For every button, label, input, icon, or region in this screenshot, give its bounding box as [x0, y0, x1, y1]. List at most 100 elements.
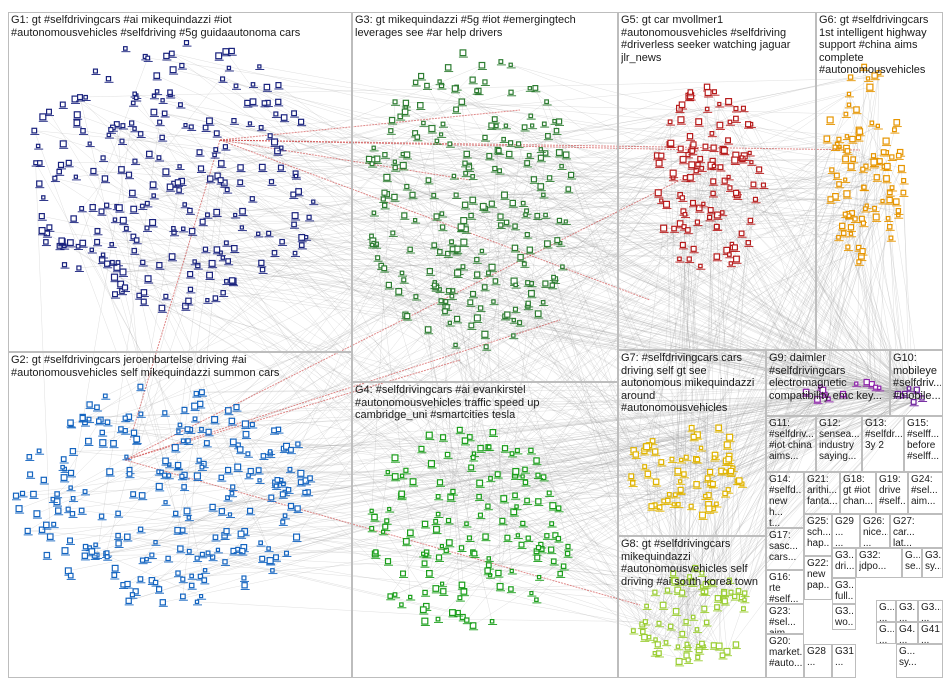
edge: [901, 168, 914, 402]
edge: [632, 228, 664, 484]
edge: [708, 495, 723, 656]
node: [444, 451, 451, 458]
node: [291, 110, 298, 117]
node: [854, 381, 859, 386]
node: [494, 123, 499, 129]
edge: [134, 93, 560, 221]
edge: [537, 215, 923, 399]
group-label-g3b: G3... ...: [921, 602, 941, 622]
node: [715, 642, 723, 650]
node: [119, 268, 127, 276]
edge: [679, 258, 905, 394]
edge: [435, 286, 917, 390]
edge: [879, 178, 887, 388]
node: [46, 224, 53, 231]
edge: [146, 227, 439, 497]
node: [115, 540, 122, 547]
group-label-g33: G3... ...: [899, 602, 916, 622]
node: [400, 151, 405, 157]
node: [279, 145, 284, 150]
edge: [662, 386, 821, 606]
edge: [110, 129, 439, 515]
edge: [852, 139, 914, 402]
node: [163, 52, 170, 60]
edge: [699, 207, 824, 391]
edge: [724, 389, 824, 494]
edge: [127, 536, 643, 625]
node: [392, 592, 398, 597]
edge: [142, 254, 730, 263]
edge: [431, 128, 461, 598]
node: [706, 214, 713, 220]
node: [123, 226, 129, 231]
node: [503, 219, 510, 226]
node: [436, 479, 444, 486]
group-box-g41: G41 ...: [918, 622, 943, 644]
node: [183, 122, 188, 128]
node: [111, 572, 118, 578]
edge: [124, 287, 645, 451]
edge: [524, 434, 698, 470]
edge: [171, 53, 910, 389]
node: [61, 262, 68, 268]
node: [677, 256, 682, 262]
node: [695, 204, 703, 212]
node: [526, 152, 532, 158]
edge: [748, 124, 876, 161]
node: [259, 555, 266, 562]
edge: [680, 397, 923, 492]
edge: [689, 139, 840, 260]
node: [847, 224, 855, 231]
edge: [261, 127, 910, 389]
edge: [903, 180, 910, 389]
node: [686, 174, 694, 181]
edge: [270, 393, 898, 452]
node: [249, 422, 255, 428]
edge: [488, 129, 859, 448]
edge: [283, 474, 498, 484]
node: [521, 261, 527, 267]
node: [435, 616, 441, 622]
edge: [886, 178, 905, 394]
node: [124, 580, 131, 588]
node: [535, 544, 542, 551]
edge: [81, 208, 470, 539]
edge: [384, 268, 826, 395]
node: [836, 234, 841, 240]
edge: [401, 427, 719, 494]
node: [688, 161, 696, 169]
node: [187, 286, 194, 292]
node: [156, 586, 163, 593]
node: [402, 99, 410, 107]
edge: [146, 558, 718, 608]
node: [471, 550, 478, 557]
node: [225, 258, 231, 264]
node: [707, 207, 714, 214]
edge: [200, 549, 552, 577]
edge: [705, 146, 914, 403]
node: [73, 119, 81, 127]
node: [504, 311, 511, 318]
node: [290, 191, 297, 198]
node: [501, 191, 509, 199]
group-label-g3y: G3... full...: [835, 580, 854, 602]
edge: [702, 401, 914, 592]
node: [461, 201, 469, 209]
node: [509, 451, 515, 456]
edge: [447, 253, 867, 383]
edge: [155, 445, 648, 583]
group-box-g9: G9: daimler #selfdrivingcars electromagn…: [766, 350, 890, 416]
edge: [197, 265, 667, 643]
node: [249, 98, 257, 106]
node: [103, 202, 110, 208]
node: [688, 503, 694, 509]
edge: [159, 143, 671, 487]
node: [492, 278, 499, 284]
group-label-g3: G3: gt mikequindazzi #5g #iot #emergingt…: [355, 14, 576, 39]
node: [532, 84, 539, 91]
edge: [471, 389, 823, 468]
edge: [27, 489, 729, 532]
node: [564, 550, 571, 557]
node: [861, 184, 867, 190]
edge: [165, 171, 686, 178]
